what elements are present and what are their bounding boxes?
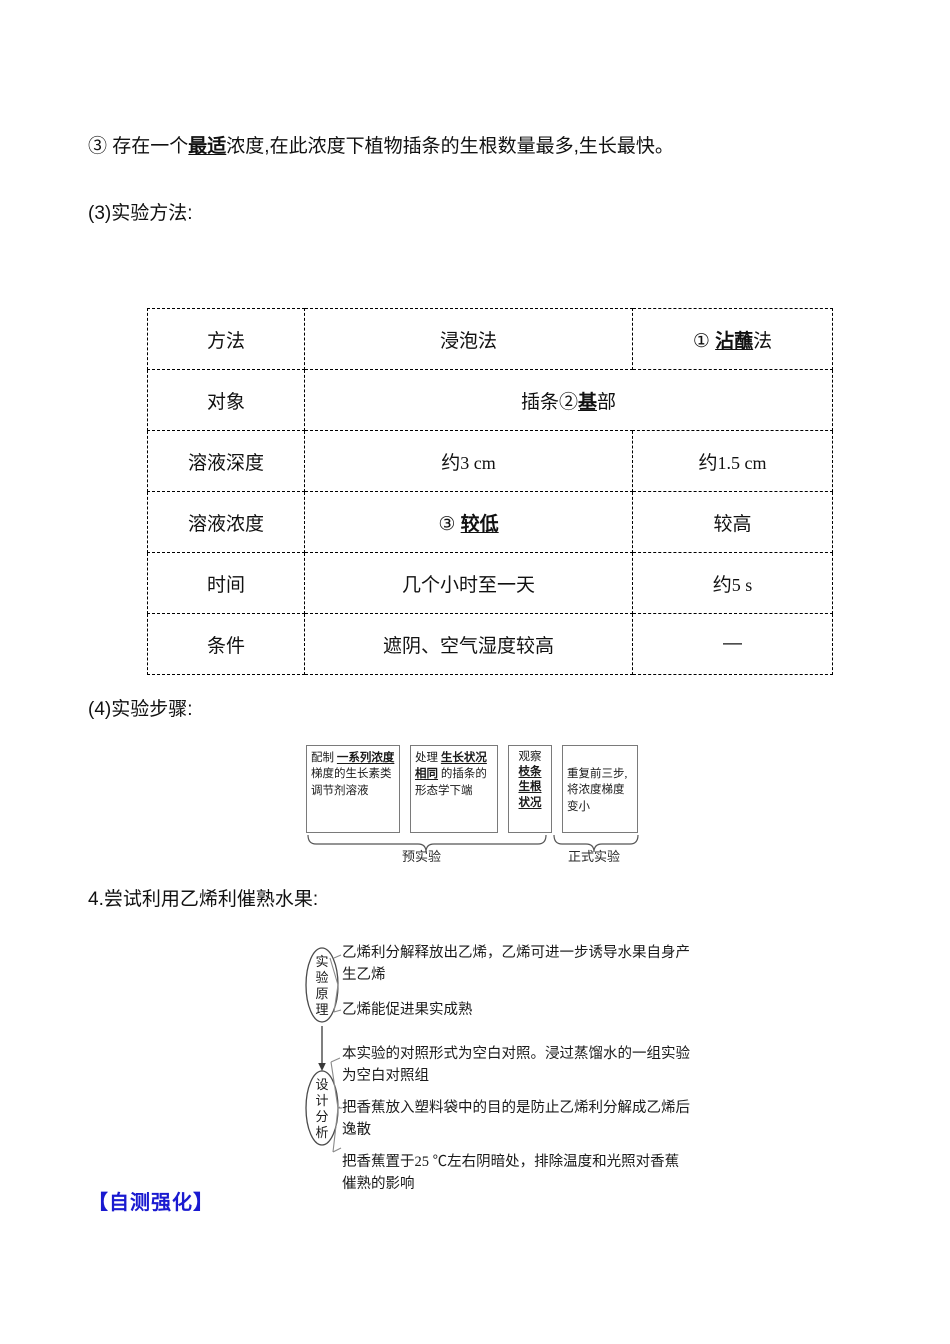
cell-prefix: ③ xyxy=(438,513,461,535)
flow-box-1: 配制 一系列浓度 梯度的生长素类调节剂溶液 xyxy=(306,745,400,833)
table-cell-depth-dipping: 约1.5 cm xyxy=(632,430,833,492)
brace-label-pre-experiment: 预实验 xyxy=(402,849,442,864)
analysis-line-3: 把香蕉置于25 ℃左右阴暗处，排除温度和光照对香蕉催熟的影响 xyxy=(342,1154,680,1192)
table-row: 条件 遮阴、空气湿度较高 — xyxy=(147,613,833,675)
table-cell-cond-soaking: 遮阴、空气湿度较高 xyxy=(304,613,633,675)
cell-prefix: ① xyxy=(692,330,716,352)
table-cell-label: 方法 xyxy=(147,308,305,370)
brace-formal-experiment-icon xyxy=(553,834,639,853)
connector-a3-icon xyxy=(332,1147,342,1153)
table-row: 溶液浓度 ③ 较低 较高 xyxy=(147,491,833,553)
table-cell-conc-dipping: 较高 xyxy=(632,491,833,553)
cell-value: 1.5 cm xyxy=(717,452,767,473)
cell-emphasis: 沾蘸 xyxy=(715,330,754,352)
flow-box-3: 观察枝条生根状况 xyxy=(508,745,552,833)
table-cell-cond-dipping: — xyxy=(632,613,833,675)
table-cell-label: 时间 xyxy=(147,552,305,614)
flow-box-1-emphasis: 一系列浓度 xyxy=(336,752,395,764)
flow-box-2-suffix: 的插条的形态学下端 xyxy=(415,768,487,797)
cell-value: 3 cm xyxy=(460,452,496,473)
ethylene-diagram-svg xyxy=(305,947,342,1153)
point-3-suffix: 浓度,在此浓度下植物插条的生根数量最多,生长最快。 xyxy=(226,136,674,157)
table-cell-depth-soaking: 约3 cm xyxy=(304,430,633,492)
table-cell-conc-soaking: ③ 较低 xyxy=(304,491,633,553)
node-label-analysis: 设 计 分 析 xyxy=(315,1077,329,1140)
table-cell-dipping: ① 沾蘸法 xyxy=(632,308,833,370)
experiment-step-flowchart: 配制 一系列浓度 梯度的生长素类调节剂溶液 处理 生长状况相同 的插条的形态学下… xyxy=(306,745,646,865)
analysis-line-2: 把香蕉放入塑料袋中的目的是防止乙烯利分解成乙烯后逸散 xyxy=(342,1100,690,1138)
table-row: 方法 浸泡法 ① 沾蘸法 xyxy=(147,308,833,370)
principle-line-1: 乙烯利分解释放出乙烯，乙烯可进一步诱导水果自身产生乙烯 xyxy=(342,945,690,983)
table-cell-label: 溶液深度 xyxy=(147,430,305,492)
method-table-wrap: 方法 浸泡法 ① 沾蘸法 对象 插条②基部 溶液深度 约3 cm 约1.5 cm… xyxy=(147,308,833,675)
flow-box-2: 处理 生长状况相同 的插条的形态学下端 xyxy=(410,745,498,833)
connector-a1-icon xyxy=(330,1057,341,1063)
cell-prefix: 约 xyxy=(698,452,718,474)
flowchart-braces xyxy=(307,834,639,853)
flow-box-1-prefix: 配制 xyxy=(311,752,337,764)
paragraph-point-3: ③ 存在一个最适浓度,在此浓度下植物插条的生根数量最多,生长最快。 xyxy=(88,133,674,162)
analysis-line-1: 本实验的对照形式为空白对照。浸过蒸馏水的一组实验为空白对照组 xyxy=(342,1046,690,1084)
cell-suffix: 法 xyxy=(753,330,773,352)
table-cell-label: 对象 xyxy=(147,369,305,431)
connector-principle-icon xyxy=(329,957,339,1013)
table-cell-time-soaking: 几个小时至一天 xyxy=(304,552,633,614)
heading-section-4-title: 4.尝试利用乙烯利催熟水果: xyxy=(88,889,319,910)
flow-box-3-prefix: 观察 xyxy=(518,751,542,763)
brace-pre-experiment-icon xyxy=(307,834,547,853)
flow-box-4-text: 重复前三步,将浓度梯度变小 xyxy=(567,768,628,813)
label-section-4: (4)实验步骤: xyxy=(88,699,193,720)
ethylene-diagram: 实 验 原 理 设 计 分 析 乙烯利分解释放出乙烯，乙烯可进一步诱导水果自身产… xyxy=(300,940,700,1192)
cell-suffix: 部 xyxy=(597,391,617,413)
point-3-emphasis: 最适 xyxy=(188,136,227,157)
table-row: 溶液深度 约3 cm 约1.5 cm xyxy=(147,430,833,492)
connector-p1-icon xyxy=(333,954,342,959)
point-3-prefix: ③ 存在一个 xyxy=(88,136,189,157)
cell-emphasis: 基 xyxy=(577,391,597,413)
table-cell-merged-object: 插条②基部 xyxy=(304,369,833,431)
flow-box-2-prefix: 处理 xyxy=(415,752,441,764)
self-test-heading: 【自测强化】 xyxy=(88,1192,214,1214)
connector-analysis-icon xyxy=(330,1061,341,1153)
label-section-3: (3)实验方法: xyxy=(88,203,193,224)
table-cell-time-dipping: 约5 s xyxy=(632,552,833,614)
table-cell-soaking: 浸泡法 xyxy=(304,308,633,370)
table-row: 对象 插条②基部 xyxy=(147,369,833,431)
connector-p2-icon xyxy=(333,1009,342,1013)
flow-box-4: 重复前三步,将浓度梯度变小 xyxy=(562,745,638,833)
table-cell-label: 溶液浓度 xyxy=(147,491,305,553)
flow-box-3-emphasis: 枝条生根状况 xyxy=(518,766,542,809)
cell-value: 5 s xyxy=(731,574,753,595)
cell-prefix: 约 xyxy=(441,452,461,474)
flow-box-1-suffix: 梯度的生长素类调节剂溶液 xyxy=(311,768,392,797)
table-row: 时间 几个小时至一天 约5 s xyxy=(147,552,833,614)
arrow-head-icon xyxy=(318,1063,326,1071)
node-label-principle: 实 验 原 理 xyxy=(315,954,329,1017)
cell-prefix: 插条② xyxy=(520,391,578,413)
principle-line-2: 乙烯能促进果实成熟 xyxy=(342,1002,473,1018)
table-cell-label: 条件 xyxy=(147,613,305,675)
cell-emphasis: 较低 xyxy=(460,513,499,535)
cell-prefix: 约 xyxy=(712,574,732,596)
brace-label-formal-experiment: 正式实验 xyxy=(568,849,621,864)
flow-box-2-emphasis: 生长状况相同 xyxy=(415,752,487,781)
method-table: 方法 浸泡法 ① 沾蘸法 对象 插条②基部 溶液深度 约3 cm 约1.5 cm… xyxy=(147,308,833,675)
